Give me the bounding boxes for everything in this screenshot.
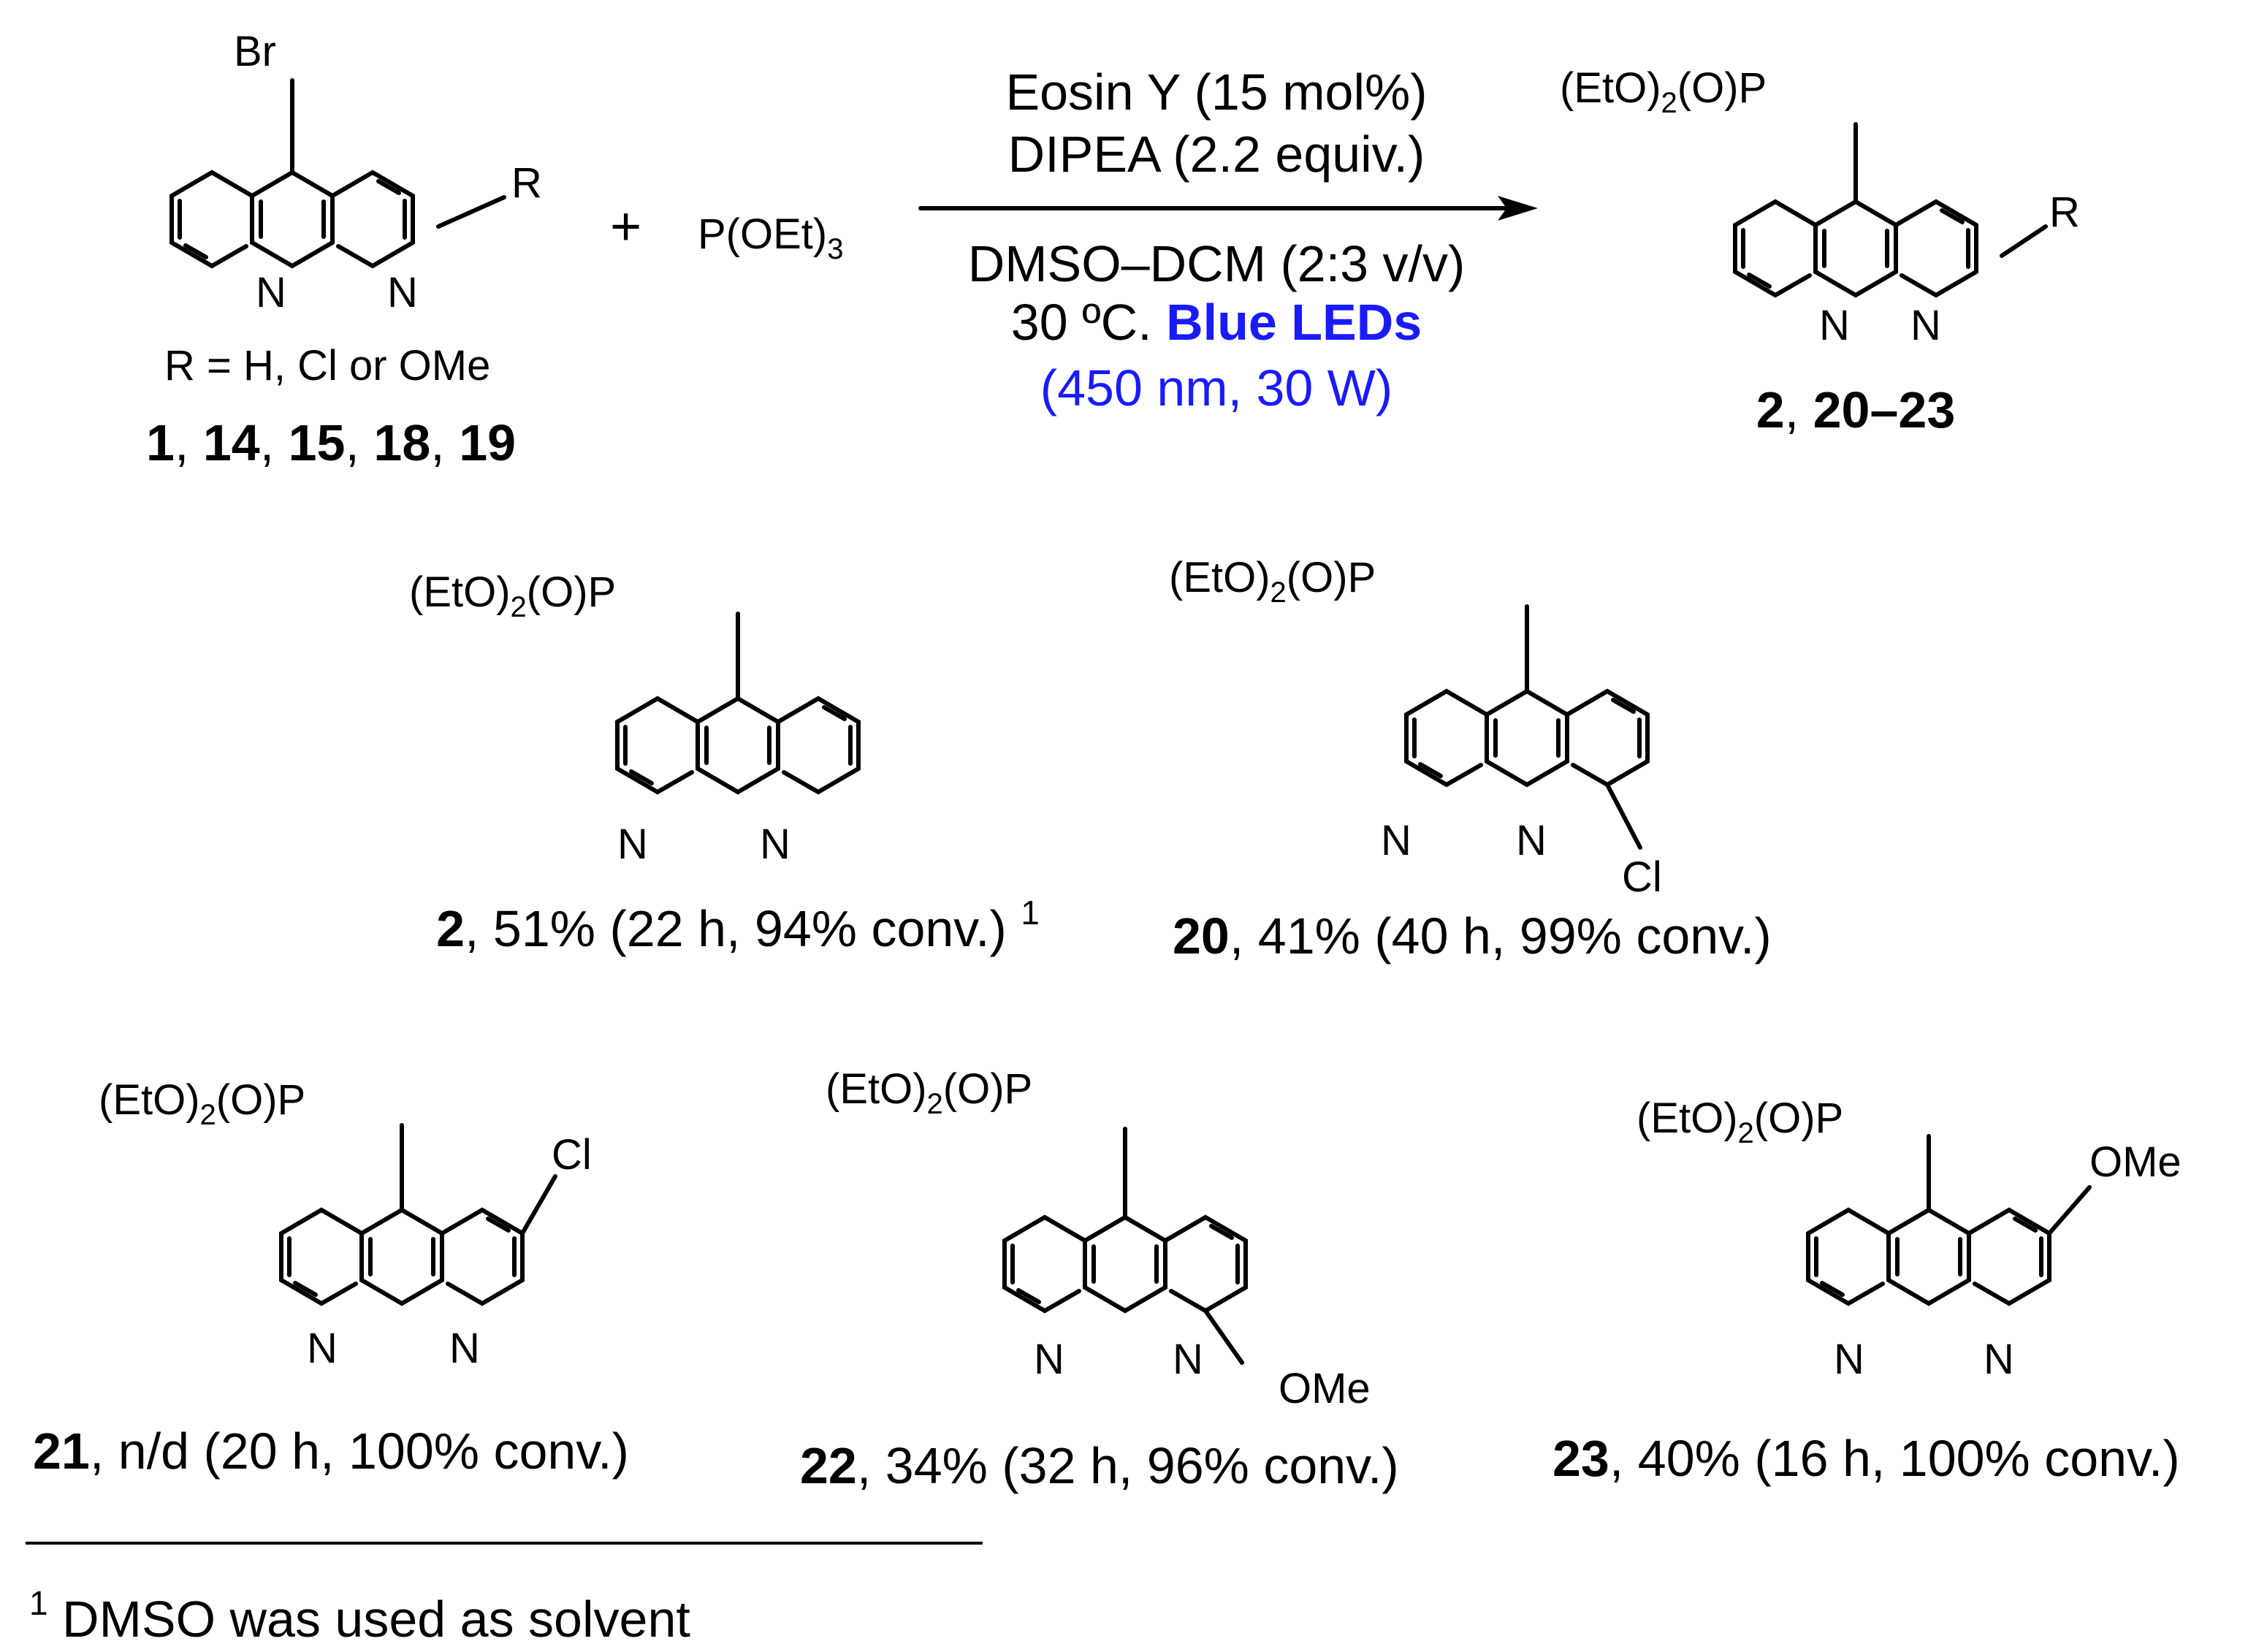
footnote: 1 DMSO was used as solvent bbox=[29, 1584, 690, 1648]
product-21-structure: (EtO)2(O)P Cl N N 21, n/d (20 h, 100% co… bbox=[33, 1076, 629, 1480]
phosphonate-label: (EtO)2(O)P bbox=[409, 568, 616, 623]
product-2-yield: 2, 51% (22 h, 94% conv.) 1 bbox=[436, 894, 1040, 957]
nitrogen-label: N bbox=[617, 821, 648, 868]
nitrogen-label: N bbox=[760, 821, 790, 868]
product-23-structure: (EtO)2(O)P OMe N N 23, 40% (16 h, 100% c… bbox=[1552, 1095, 2182, 1487]
plus-sign: + bbox=[610, 196, 641, 256]
condition-base: DIPEA (2.2 equiv.) bbox=[1008, 126, 1425, 183]
reaction-arrow bbox=[918, 196, 1538, 221]
nitrogen-label: N bbox=[1516, 817, 1547, 864]
phosphonate-label: (EtO)2(O)P bbox=[826, 1065, 1032, 1120]
reactant-structure: Br R N N R = H, Cl or OMe 1, 14, 15, 18,… bbox=[146, 28, 542, 471]
r-definition: R = H, Cl or OMe bbox=[164, 342, 490, 389]
chloro-label: Cl bbox=[1622, 853, 1662, 901]
nitrogen-label: N bbox=[1034, 1336, 1064, 1383]
r-group-label: R bbox=[511, 159, 542, 207]
nitrogen-label: N bbox=[1834, 1336, 1864, 1383]
reagent-label: P(OEt)3 bbox=[698, 210, 843, 265]
reactant-compound-numbers: 1, 14, 15, 18, 19 bbox=[146, 414, 516, 471]
nitrogen-label: N bbox=[1819, 302, 1850, 349]
nitrogen-label: N bbox=[1910, 302, 1941, 349]
nitrogen-label: N bbox=[256, 269, 286, 316]
phosphonate-label: (EtO)2(O)P bbox=[99, 1076, 305, 1131]
condition-catalyst: Eosin Y (15 mol%) bbox=[1005, 64, 1427, 121]
chloro-label: Cl bbox=[552, 1131, 592, 1179]
nitrogen-label: N bbox=[387, 269, 418, 316]
condition-solvent: DMSO–DCM (2:3 v/v) bbox=[968, 235, 1466, 292]
nitrogen-label: N bbox=[1984, 1336, 2014, 1383]
product-20-structure: (EtO)2(O)P Cl N N 20, 41% (40 h, 99% con… bbox=[1169, 554, 1772, 964]
phosphonate-label: (EtO)2(O)P bbox=[1560, 64, 1767, 119]
bromo-label: Br bbox=[234, 28, 276, 75]
condition-light-spec: (450 nm, 30 W) bbox=[1040, 359, 1392, 416]
nitrogen-label: N bbox=[1173, 1336, 1203, 1383]
product-20-yield: 20, 41% (40 h, 99% conv.) bbox=[1173, 907, 1772, 964]
product-22-structure: (EtO)2(O)P OMe N N 22, 34% (32 h, 96% co… bbox=[800, 1065, 1399, 1494]
nitrogen-label: N bbox=[1381, 817, 1411, 864]
r-group-label: R bbox=[2049, 189, 2080, 236]
nitrogen-label: N bbox=[307, 1325, 338, 1372]
phosphonate-label: (EtO)2(O)P bbox=[1637, 1095, 1843, 1149]
methoxy-label: OMe bbox=[1279, 1365, 1371, 1412]
product-22-yield: 22, 34% (32 h, 96% conv.) bbox=[800, 1437, 1399, 1494]
product-compound-numbers: 2, 20–23 bbox=[1756, 381, 1956, 438]
condition-temperature-light: 30 ºC. Blue LEDs bbox=[1011, 294, 1422, 351]
product-21-yield: 21, n/d (20 h, 100% conv.) bbox=[33, 1423, 629, 1480]
product-2-structure: (EtO)2(O)P N N 2, 51% (22 h, 94% conv.) … bbox=[409, 568, 1040, 957]
product-23-yield: 23, 40% (16 h, 100% conv.) bbox=[1552, 1430, 2180, 1487]
nitrogen-label: N bbox=[449, 1325, 480, 1372]
phosphonate-label: (EtO)2(O)P bbox=[1169, 554, 1376, 609]
methoxy-label: OMe bbox=[2089, 1138, 2182, 1186]
product-general-structure: (EtO)2(O)P R N N 2, 20–23 bbox=[1560, 64, 2080, 438]
